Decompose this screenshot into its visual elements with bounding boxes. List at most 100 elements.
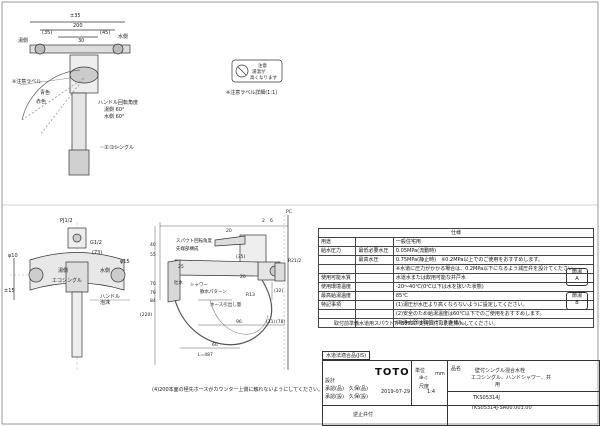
table-row: 特記事項(1)湯圧が水圧より高くならないように設定してください。 [317, 300, 595, 310]
side-dim-20b: 20 [240, 274, 246, 280]
side-dim-32: (32) [274, 288, 283, 294]
sub-name: 逆止弁付 [353, 412, 374, 418]
side-dim-l487: L=487 [198, 352, 213, 358]
top-label-cold60: 水側 60° [104, 113, 125, 120]
side-dim-35: (35) [236, 254, 245, 260]
drawn-val-1: 久保(品) [349, 386, 368, 392]
top-label-hot: 湯側 [18, 37, 28, 44]
front-label-aerator: 泡沫 [100, 299, 110, 306]
top-label-hot60: 湯側 60° [104, 106, 125, 113]
front-view-text: PJ1/2 G1/2 (73) φ10 φ15 ±15 水側 湯側 エコシングル… [4, 218, 130, 306]
side-dim-25: 25 [178, 264, 184, 270]
scale-value: 1:4 [427, 389, 436, 395]
side-label-tip: 先端部構成 [176, 245, 199, 252]
front-label-73: (73) [92, 250, 102, 256]
side-label-pc: PC [286, 209, 292, 215]
model-number: TKS05314J [473, 395, 500, 401]
side-dim-40: 40 [150, 242, 156, 248]
side-label-pattern: 散水パターン [200, 288, 227, 295]
caution-line-2: 湯温が [252, 68, 266, 75]
top-dim-2: 200 [73, 23, 83, 29]
side-dim-r13: R13 [246, 292, 255, 298]
unit-value: mm [435, 371, 445, 377]
side-dim-2: 2 [262, 218, 265, 224]
side-dim-6: 6 [270, 218, 273, 224]
top-label-red: 赤色 [36, 98, 46, 105]
unit-label: 単位 [415, 368, 426, 374]
top-view-text: ±35 200 (35) (45) 30 湯側 水側 ※注意ラベル 青色 赤色 … [12, 13, 138, 151]
table-row: (3)浄水器は取付けできません。 [317, 318, 595, 328]
side-dim-78: (78) [276, 319, 285, 325]
bottom-note: (4)200本面の極先ホースがカウンター上側に触れないようにしてください。 [152, 387, 323, 393]
projection-icon: ⊕◁ [419, 375, 428, 381]
name-line-1: 壁付シングル混合水栓 [475, 368, 526, 374]
drawn-label-0: 設計 [325, 378, 336, 384]
side-dim-96: 96 [236, 319, 242, 325]
front-label-handle: ハンドル [100, 294, 120, 300]
spec-header: 仕様 [318, 228, 594, 238]
drawing-number: TKS05314J-SA00.003.00 [471, 405, 532, 411]
front-label-hot: 湯側 [58, 267, 68, 274]
front-label-eco: エコシングル [52, 277, 82, 284]
front-label-pj: PJ1/2 [60, 218, 73, 224]
caution-line-3: 高くなります [250, 74, 277, 81]
top-dim-4: (45) [100, 30, 110, 36]
jis-badge: 水道法適合品(JIS) [322, 351, 371, 360]
name-label: 品名 [451, 366, 462, 372]
front-label-cold: 水側 [100, 267, 110, 274]
top-dim-3: (35) [42, 30, 52, 36]
front-label-phi10: φ10 [8, 253, 18, 259]
table-row: 使用環境温度-20〜40℃(0℃以下は水を抜いた状態) [317, 282, 595, 292]
side-dim-r21: R21/2 [288, 258, 301, 264]
spec-note: 取付前準備水道用スパウトTHB052、支持具付は別途購入してください。 [334, 321, 499, 327]
side-dim-70: 70 [150, 281, 156, 287]
drawn-val-2: 久保(設) [349, 394, 368, 400]
company-logo: TOTO [375, 367, 410, 378]
top-label-cold: 水側 [118, 33, 128, 40]
front-view [10, 222, 130, 370]
top-label-caution: ※注意ラベル [12, 78, 41, 85]
caution-title: ※注意ラベル詳細(1:1) [226, 89, 277, 96]
side-dim-55: 55 [150, 252, 156, 258]
table-row: ※水道に圧力がかかる場合は、0.2MPa以下になるよう減圧弁を設けてください。 [317, 264, 595, 274]
side-label-shower: シャワー [190, 282, 208, 288]
side-dim-79: 79 [150, 290, 156, 296]
caution-line-1: 注意 [258, 62, 267, 69]
side-dim-220: (220) [140, 312, 152, 318]
top-label-handle: ハンドル回転角度 [98, 99, 138, 106]
table-row: 用途一般住宅用 [317, 237, 595, 247]
drawn-label-1: 承認(品) [325, 386, 344, 392]
side-dim-60: 60 [212, 342, 218, 348]
name-line-3: 用 [495, 382, 501, 388]
front-label-pm15: ±15 [4, 288, 15, 294]
side-dim-84: 84 [150, 298, 156, 304]
table-row: 使用可能水質水道水または飲用可能な井戸水 [317, 273, 595, 283]
side-dim-11: (11) [266, 319, 275, 325]
side-label-hose: ホース引出し量 [210, 301, 242, 308]
date: 2019-07-29 [381, 389, 411, 395]
title-block: TOTO 設計 承認(品) 久保(品) 承認(設) 久保(設) 2019-07-… [322, 360, 600, 426]
side-view [154, 215, 289, 370]
drawn-label-2: 承認(設) [325, 394, 344, 400]
caution-icon [235, 64, 249, 78]
top-dim-1: ±35 [70, 13, 81, 19]
top-dim-5: 30 [78, 38, 84, 44]
caution-label: 注意 湯温が 高くなります ※注意ラベル詳細(1:1) [226, 59, 283, 96]
side-dim-20: 20 [226, 228, 232, 234]
table-row: (2)安全のため給湯温度は60℃以下でのご使用をおすすめします。 [317, 309, 595, 319]
front-label-phi15: φ15 [120, 259, 130, 265]
scale-label: 尺度 [419, 384, 430, 390]
top-label-eco: エコシングル [104, 144, 134, 151]
top-view [19, 21, 131, 176]
side-label-spray: 吐水 [174, 279, 183, 286]
side-view-text: PC スパウト回転角度 先端部構成 吐水 シャワー 散水パターン ホース引出し量… [140, 209, 301, 358]
top-label-blue: 青色 [40, 89, 50, 96]
name-line-2: エコシングル、ハンドシャワー、共 [471, 375, 551, 381]
